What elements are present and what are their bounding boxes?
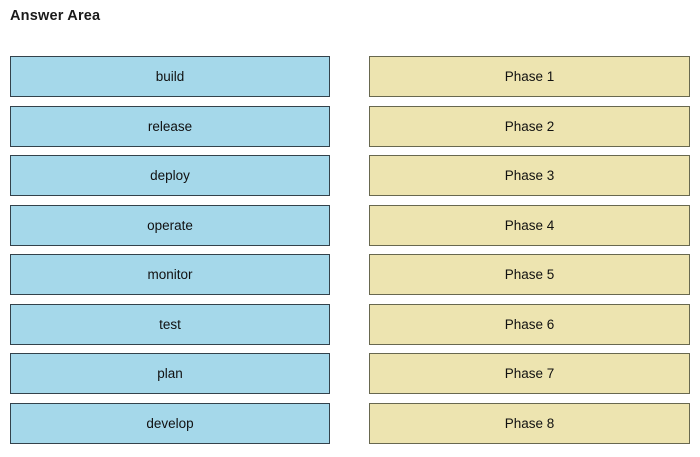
target-phase-1[interactable]: Phase 1 xyxy=(369,56,690,97)
option-deploy[interactable]: deploy xyxy=(10,155,330,196)
target-phase-2[interactable]: Phase 2 xyxy=(369,105,690,147)
option-plan[interactable]: plan xyxy=(10,353,330,394)
target-phase-5[interactable]: Phase 5 xyxy=(369,254,690,295)
option-operate[interactable]: operate xyxy=(10,204,330,246)
option-develop[interactable]: develop xyxy=(10,402,330,444)
option-release[interactable]: release xyxy=(10,105,330,147)
target-phase-3[interactable]: Phase 3 xyxy=(369,155,690,196)
options-column: build release deploy operate monitor tes… xyxy=(10,56,330,444)
option-test[interactable]: test xyxy=(10,303,330,345)
phases-column: Phase 1 Phase 2 Phase 3 Phase 4 Phase 5 … xyxy=(369,56,690,444)
target-phase-4[interactable]: Phase 4 xyxy=(369,204,690,246)
target-phase-6[interactable]: Phase 6 xyxy=(369,303,690,345)
option-build[interactable]: build xyxy=(10,56,330,97)
answer-area-title: Answer Area xyxy=(10,8,101,24)
target-phase-8[interactable]: Phase 8 xyxy=(369,402,690,444)
option-monitor[interactable]: monitor xyxy=(10,254,330,295)
target-phase-7[interactable]: Phase 7 xyxy=(369,353,690,394)
